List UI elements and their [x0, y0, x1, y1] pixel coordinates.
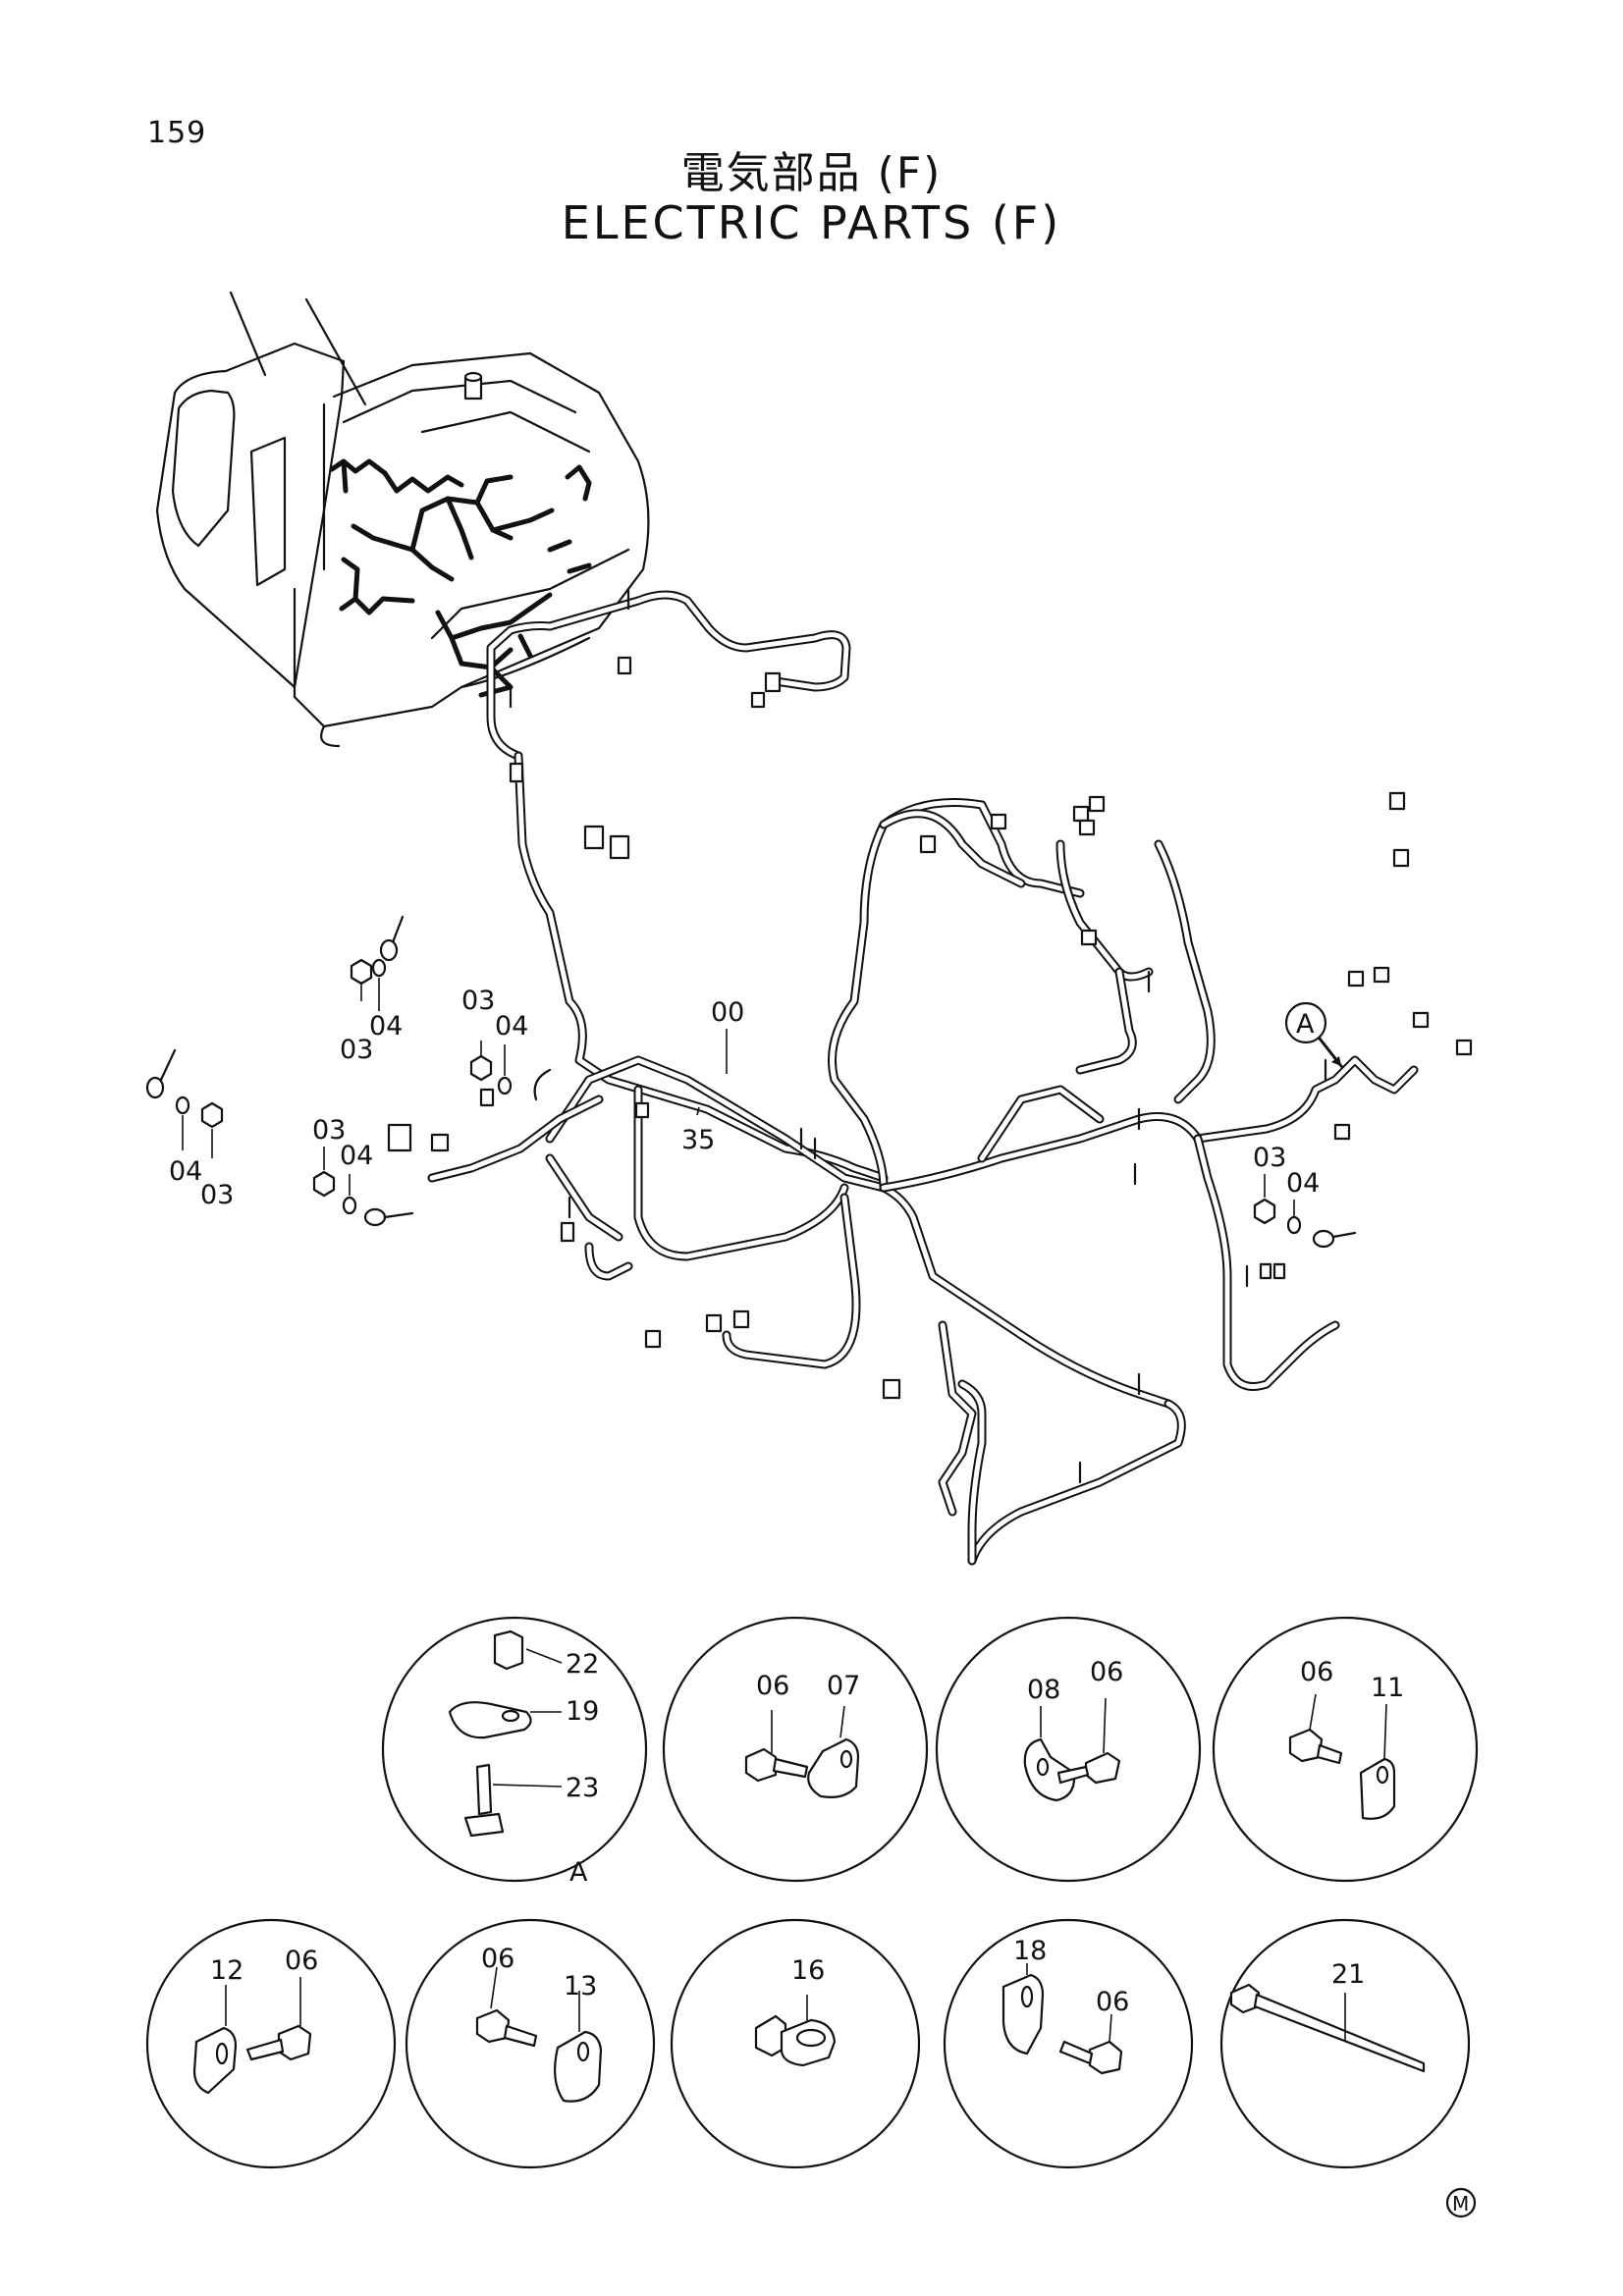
callout-21: 21 — [1331, 1959, 1365, 1990]
callout-06-e: 06 — [285, 1946, 318, 1976]
callout-13: 13 — [564, 1971, 597, 2002]
detail-circle-5: 12 06 — [145, 1918, 397, 2169]
view-a-label: A — [1296, 1009, 1315, 1040]
detail-circle-4: 06 11 — [1212, 1616, 1479, 1883]
callout-06-b: 06 — [756, 1671, 789, 1701]
callout-03-b: 03 — [340, 1035, 373, 1065]
callout-35: 35 — [681, 1125, 715, 1155]
callout-03-e: 03 — [1253, 1143, 1286, 1173]
callout-04-a: 04 — [495, 1011, 528, 1041]
detail-circle-3: 08 06 — [935, 1616, 1202, 1883]
callout-03-d: 03 — [200, 1180, 234, 1210]
callout-12: 12 — [210, 1955, 243, 1986]
callout-23: 23 — [566, 1773, 599, 1803]
callout-04-b: 04 — [369, 1011, 403, 1041]
detail-circle-7: 16 — [670, 1918, 921, 2169]
callout-06-f: 06 — [481, 1944, 514, 1974]
wire-harness — [427, 587, 1419, 1566]
callout-04-d: 04 — [169, 1156, 202, 1187]
callout-04-c: 04 — [340, 1141, 373, 1171]
callout-11: 11 — [1371, 1673, 1404, 1703]
callout-18: 18 — [1013, 1936, 1047, 1966]
view-a-caption: A — [569, 1857, 588, 1888]
callout-06-d: 06 — [1300, 1657, 1333, 1687]
page-number: 159 — [147, 116, 207, 150]
callout-03-a: 03 — [461, 986, 495, 1016]
detail-circle-6: 06 13 — [405, 1918, 656, 2169]
detail-circle-8: 18 06 — [943, 1918, 1194, 2169]
callout-04-e: 04 — [1286, 1168, 1320, 1199]
excavator-overview — [155, 291, 650, 748]
callout-07: 07 — [827, 1671, 860, 1701]
detail-circle-1: 22 19 23 A — [381, 1616, 648, 1888]
manual-mark: M — [1445, 2187, 1477, 2218]
detail-circle-2: 06 07 — [662, 1616, 929, 1883]
callout-19: 19 — [566, 1696, 599, 1727]
callout-16: 16 — [791, 1955, 825, 1986]
harness-callouts: 00 35 03 04 03 04 03 04 04 03 03 04 A — [169, 978, 1343, 1217]
page-title-english: ELECTRIC PARTS (F) — [561, 196, 1062, 249]
ground-terminals — [145, 915, 1357, 1249]
callout-08: 08 — [1027, 1675, 1060, 1705]
harness-connectors — [387, 656, 1473, 1400]
detail-circle-9: 21 — [1219, 1918, 1471, 2169]
callout-06-c: 06 — [1090, 1657, 1123, 1687]
page-title-japanese: 電気部品 (F) — [680, 148, 943, 198]
callout-00: 00 — [711, 997, 744, 1028]
svg-text:M: M — [1452, 2192, 1469, 2216]
callout-03-c: 03 — [312, 1115, 346, 1146]
callout-22: 22 — [566, 1649, 599, 1680]
callout-06-g: 06 — [1096, 1987, 1129, 2017]
